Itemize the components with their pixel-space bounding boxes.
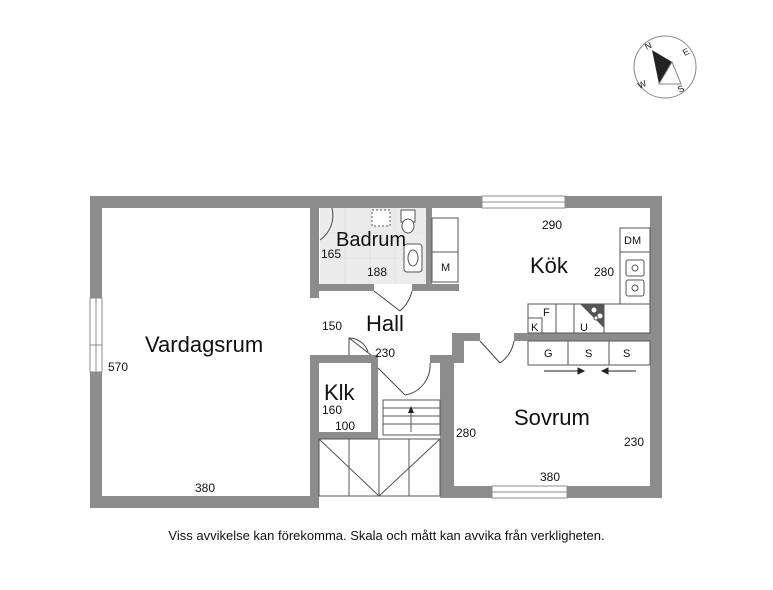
label-freezer: F: [543, 307, 550, 319]
room-name-sovrum: Sovrum: [514, 405, 590, 430]
wardrobe-door-arrows: [544, 367, 636, 375]
dim-badrum-width: 188: [367, 265, 387, 279]
dim-vardagsrum-height: 570: [108, 360, 128, 374]
outer-walls: [90, 196, 662, 508]
room-name-badrum: Badrum: [336, 229, 406, 251]
dim-sovrum-depth-left: 280: [456, 426, 476, 440]
label-washer: M: [441, 262, 450, 274]
room-name-kok: Kök: [530, 253, 569, 278]
label-fridge: K: [531, 322, 539, 334]
label-wardrobe-2: S: [585, 348, 592, 360]
compass-north: N: [643, 40, 653, 52]
compass-south: S: [676, 83, 686, 95]
dim-kok-depth: 280: [594, 265, 614, 279]
dim-vardagsrum-width: 380: [195, 481, 215, 495]
label-wardrobe-3: S: [623, 348, 630, 360]
label-dishwasher: DM: [624, 235, 641, 247]
compass-east: E: [681, 46, 691, 58]
disclaimer-text: Viss avvikelse kan förekomma. Skala och …: [168, 528, 605, 543]
dim-kok-width: 290: [542, 218, 562, 232]
dim-sovrum-width: 380: [540, 470, 560, 484]
wardrobes: [527, 340, 651, 366]
interior-walls: [310, 208, 650, 508]
dim-sovrum-depth-right: 230: [624, 435, 644, 449]
dim-hall-width: 230: [375, 346, 395, 360]
room-name-hall: Hall: [366, 311, 404, 336]
room-name-vardagsrum: Vardagsrum: [145, 332, 263, 357]
label-oven: U: [580, 322, 588, 334]
compass: [633, 35, 697, 99]
dim-klk-depth: 160: [322, 403, 342, 417]
bathroom-fixtures: [371, 209, 423, 273]
door-swings: [319, 207, 515, 396]
windows: [89, 195, 568, 499]
dim-hall-depth: 150: [322, 319, 342, 333]
room-name-klk: Klk: [324, 380, 356, 405]
dim-klk-width: 100: [335, 419, 355, 433]
label-wardrobe-1: G: [544, 348, 553, 360]
dim-badrum-depth: 165: [321, 247, 341, 261]
stairs: [318, 399, 441, 497]
stove: [580, 304, 604, 328]
